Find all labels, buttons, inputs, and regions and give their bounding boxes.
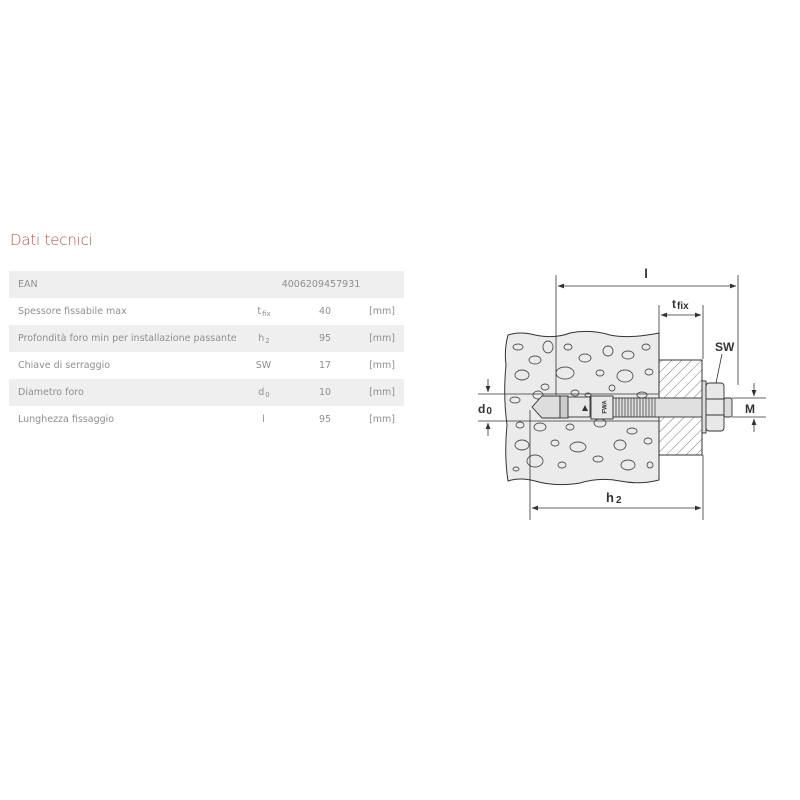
row-value: 95 xyxy=(290,325,360,352)
row-value: 10 xyxy=(290,379,360,406)
row-unit: [mm] xyxy=(369,360,395,371)
technical-data-table: EAN 4006209457931 Spessore fissabile max… xyxy=(9,271,404,433)
row-unit: [mm] xyxy=(360,379,404,406)
table-row: Lunghezza fissaggio l 95 [mm] xyxy=(9,406,404,433)
row-unit: [mm] xyxy=(369,414,395,425)
table-row: Chiave di serraggio SW 17 [mm] xyxy=(9,352,404,379)
row-value: 95 xyxy=(318,414,332,425)
row-unit: [mm] xyxy=(369,306,395,317)
table-row: Diametro foro d0 10 [mm] xyxy=(9,379,404,406)
row-symbol: SW xyxy=(255,359,272,371)
anchor-bolt: FWA xyxy=(531,380,733,434)
dimension-d0 xyxy=(478,379,508,436)
section-title: Dati tecnici xyxy=(10,231,93,249)
table-row-ean: EAN 4006209457931 xyxy=(9,271,404,298)
anchor-installation-diagram: FWA l tfix SW xyxy=(478,266,766,520)
row-label: Profondità foro min per installazione pa… xyxy=(9,325,238,352)
row-symbol: tfix xyxy=(257,305,271,318)
label-l: l xyxy=(644,266,648,281)
row-symbol: l xyxy=(262,413,265,425)
ean-value: 4006209457931 xyxy=(238,271,404,298)
row-label: Lunghezza fissaggio xyxy=(18,414,115,425)
dimension-tfix xyxy=(658,305,704,359)
label-m: M xyxy=(745,402,755,416)
label-d0: d0 xyxy=(478,402,492,417)
dimension-m xyxy=(732,383,766,432)
row-value: 17 xyxy=(318,360,332,371)
label-tfix: tfix xyxy=(672,297,689,312)
row-label: Diametro foro xyxy=(9,379,238,406)
row-label: EAN xyxy=(9,271,238,298)
row-label: Spessore fissabile max xyxy=(18,306,127,317)
row-symbol: d0 xyxy=(238,379,290,406)
row-label: Chiave di serraggio xyxy=(18,360,111,371)
dimension-h2 xyxy=(529,410,704,520)
label-sw: SW xyxy=(715,340,735,354)
row-value: 40 xyxy=(318,306,332,317)
row-symbol: h2 xyxy=(238,325,290,352)
table-row: Spessore fissabile max tfix 40 [mm] xyxy=(9,298,404,325)
table-row: Profondità foro min per installazione pa… xyxy=(9,325,404,352)
dimension-l xyxy=(555,275,739,395)
row-unit: [mm] xyxy=(360,325,404,352)
anchor-mark: FWA xyxy=(603,400,609,414)
